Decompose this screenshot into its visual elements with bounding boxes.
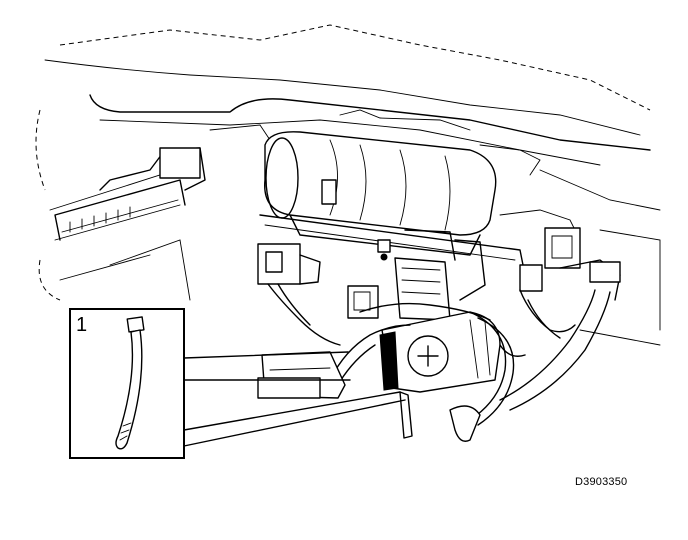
dashboard-background: [35, 24, 661, 346]
figure-reference-code: D3903350: [575, 476, 628, 488]
detail-inset: [69, 308, 185, 459]
detail-callout-number: 1: [76, 314, 88, 336]
cable-tie-illustration: [115, 316, 145, 450]
leader-lines: [183, 351, 406, 447]
connector-cluster: [257, 209, 621, 346]
left-connector-block: [257, 351, 346, 399]
clamp-unit: [379, 311, 501, 439]
